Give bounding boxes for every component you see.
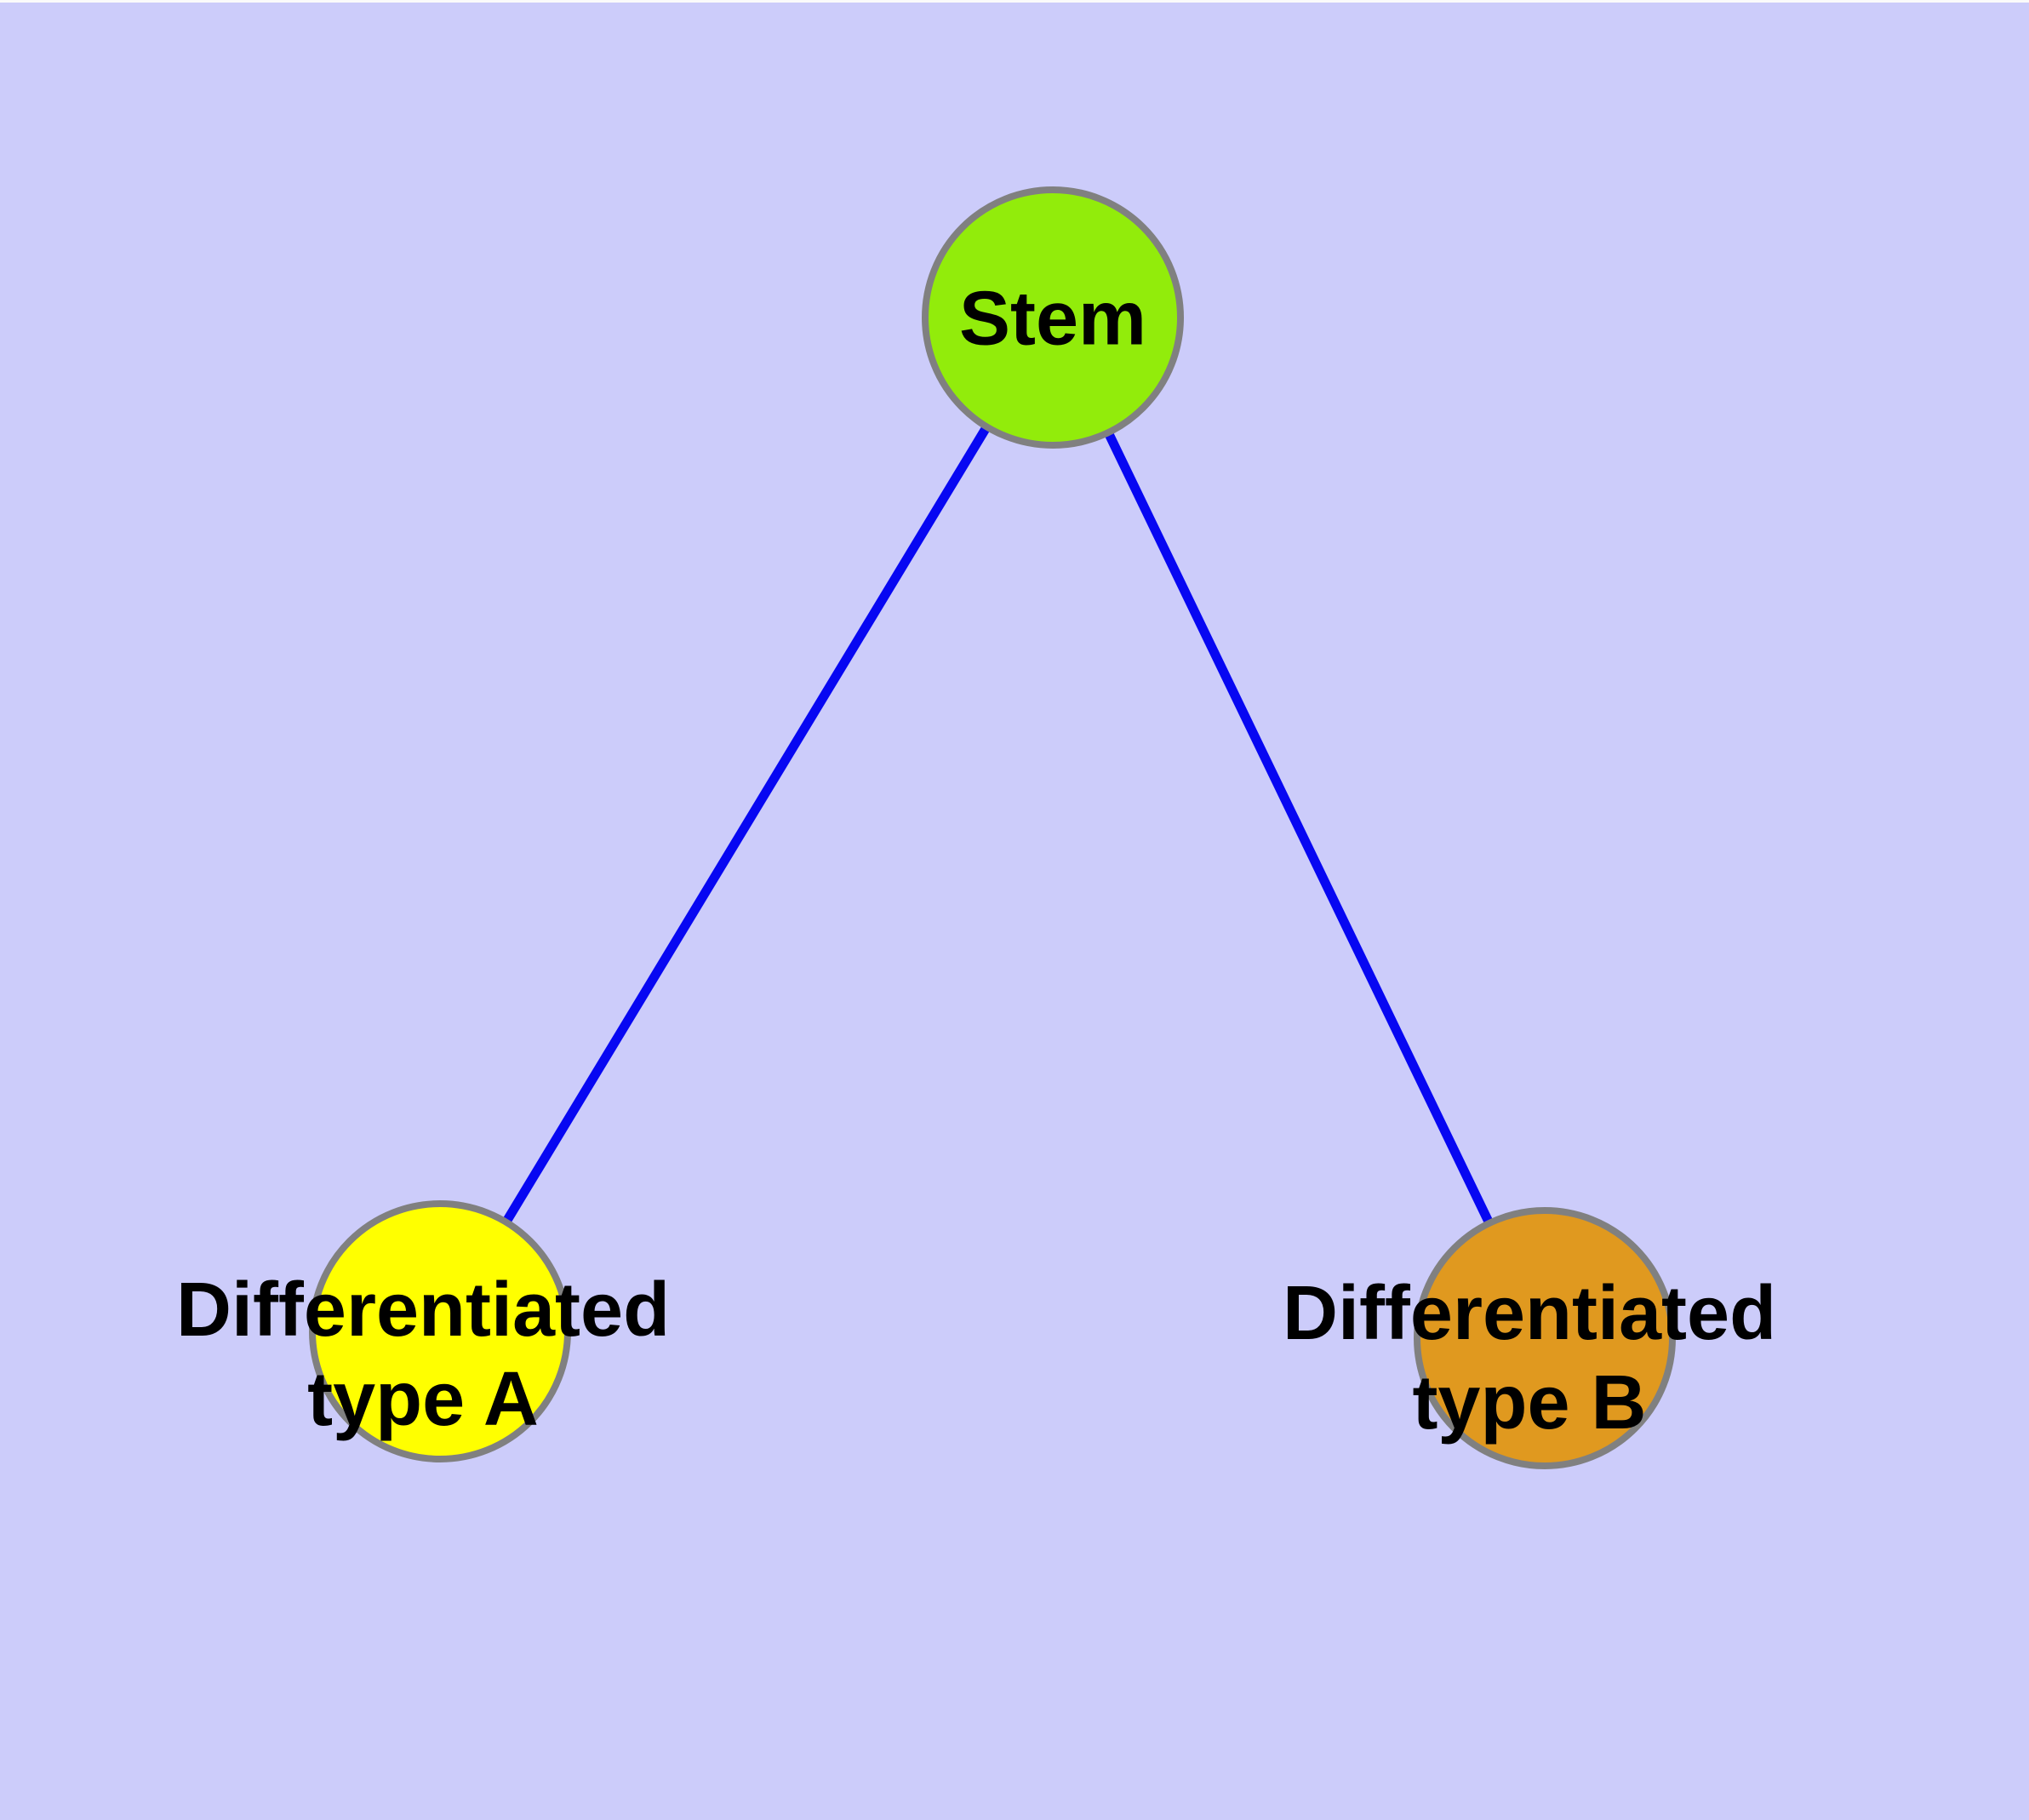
node-label-line: Stem [958, 276, 1147, 362]
node-label-stem: Stem [959, 275, 1146, 364]
edge-stem-differentiated-type-b [1049, 315, 1549, 1341]
node-label-line: type A [307, 1357, 539, 1442]
node-label-line: type B [1412, 1360, 1647, 1445]
canvas-top-edge [0, 0, 2029, 3]
node-differentiated-type-a [309, 1200, 571, 1462]
node-label-line: Differentiated [1282, 1271, 1777, 1356]
edge-stem-differentiated-type-a [436, 315, 1057, 1334]
node-differentiated-type-b [1414, 1207, 1676, 1469]
node-label-line: Differentiated [175, 1268, 671, 1353]
node-stem [922, 186, 1184, 449]
